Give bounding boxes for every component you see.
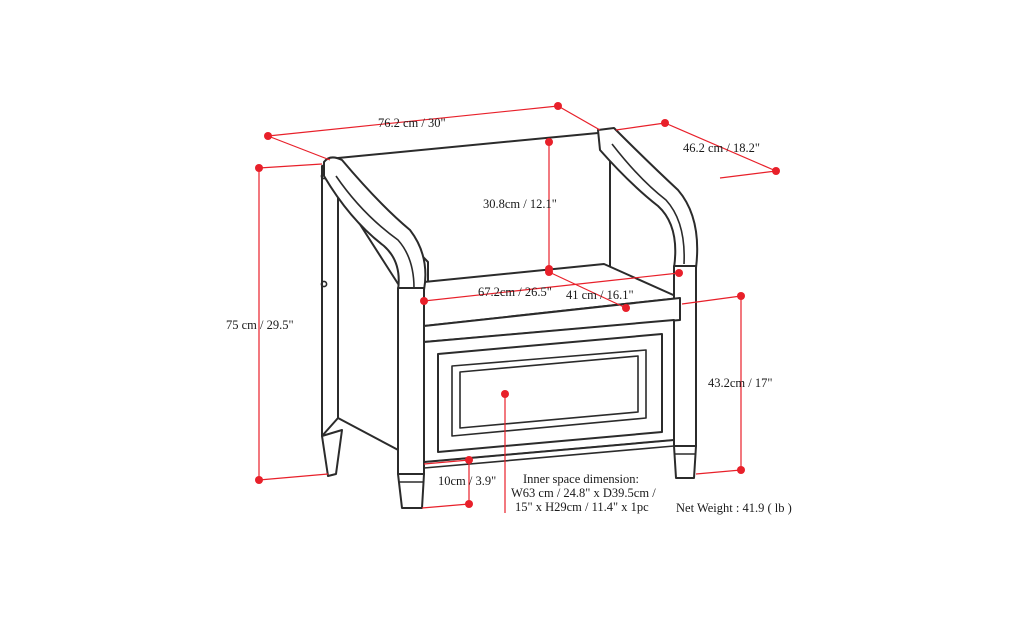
dimension-lines xyxy=(255,102,780,513)
seat-width-dot-left xyxy=(420,297,428,305)
leg-height-label: 10cm / 3.9" xyxy=(438,474,496,488)
depth-dot-bottom xyxy=(772,167,780,175)
left-side-panel xyxy=(321,161,339,437)
leg-height-dot-bottom xyxy=(465,500,473,508)
left-front-leg xyxy=(397,473,425,509)
seat-depth-label: 41 cm / 16.1" xyxy=(566,288,634,302)
seat-height-label: 43.2cm / 17" xyxy=(708,376,772,390)
width-line xyxy=(267,105,559,137)
net-weight-label: Net Weight : 41.9 ( lb ) xyxy=(676,501,792,515)
left-back-leg xyxy=(321,429,343,477)
inner-space-line2: W63 cm / 24.8" x D39.5cm / xyxy=(511,486,656,500)
inner-space-line3: 15" x H29cm / 11.4" x 1pc xyxy=(515,500,649,514)
right-front-leg xyxy=(673,445,697,479)
height-dot-bottom xyxy=(255,476,263,484)
back-height-dot-top xyxy=(545,138,553,146)
depth-line xyxy=(664,122,777,172)
left-front-post xyxy=(397,287,425,475)
width-ext-right xyxy=(557,105,601,131)
inner-space-line1: Inner space dimension: xyxy=(523,472,639,486)
height-ext-top xyxy=(258,163,323,169)
seat-depth-line xyxy=(548,271,627,309)
height-ext-bottom xyxy=(258,473,329,481)
right-front-post xyxy=(673,265,697,447)
seat-height-dot-top xyxy=(737,292,745,300)
depth-ext-bottom xyxy=(719,170,777,179)
overall-height-label: 75 cm / 29.5" xyxy=(226,318,294,332)
right-arm-inner xyxy=(611,143,685,265)
seat-width-label: 67.2cm / 26.5" xyxy=(478,285,552,299)
overall-width-label: 76.2 cm / 30" xyxy=(378,116,446,130)
seat-width-line xyxy=(423,272,680,302)
back-height-label: 30.8cm / 12.1" xyxy=(483,197,557,211)
seat-depth-dot-back xyxy=(545,268,553,276)
seat-height-ext-bottom xyxy=(695,469,742,475)
leg-height-dot-top xyxy=(465,456,473,464)
seat-width-dot-right xyxy=(675,269,683,277)
leg-height-ext-bottom xyxy=(421,503,470,509)
width-ext-left xyxy=(267,135,331,161)
seat-front-rail xyxy=(423,297,681,343)
drawer-panel-outer xyxy=(451,349,647,437)
height-dot-top xyxy=(255,164,263,172)
left-arm-inner xyxy=(335,175,415,289)
width-dot-right xyxy=(554,102,562,110)
depth-ext xyxy=(615,122,666,131)
bottom-rail xyxy=(423,439,675,469)
width-dot-left xyxy=(264,132,272,140)
seat-depth-dot-front xyxy=(622,304,630,312)
depth-dot-top xyxy=(661,119,669,127)
dimension-labels: 76.2 cm / 30" 46.2 cm / 18.2" 30.8cm / 1… xyxy=(226,116,792,515)
drawer-panel-inner xyxy=(459,355,639,429)
seat-height-ext-top xyxy=(681,295,742,305)
seat-height-dot-bottom xyxy=(737,466,745,474)
leg-height-ext-top xyxy=(423,459,470,465)
overall-depth-label: 46.2 cm / 18.2" xyxy=(683,141,760,155)
left-hole-bottom xyxy=(320,280,328,288)
left-arm xyxy=(323,156,427,291)
bench-drawing xyxy=(320,127,699,509)
inner-space-dot xyxy=(501,390,509,398)
